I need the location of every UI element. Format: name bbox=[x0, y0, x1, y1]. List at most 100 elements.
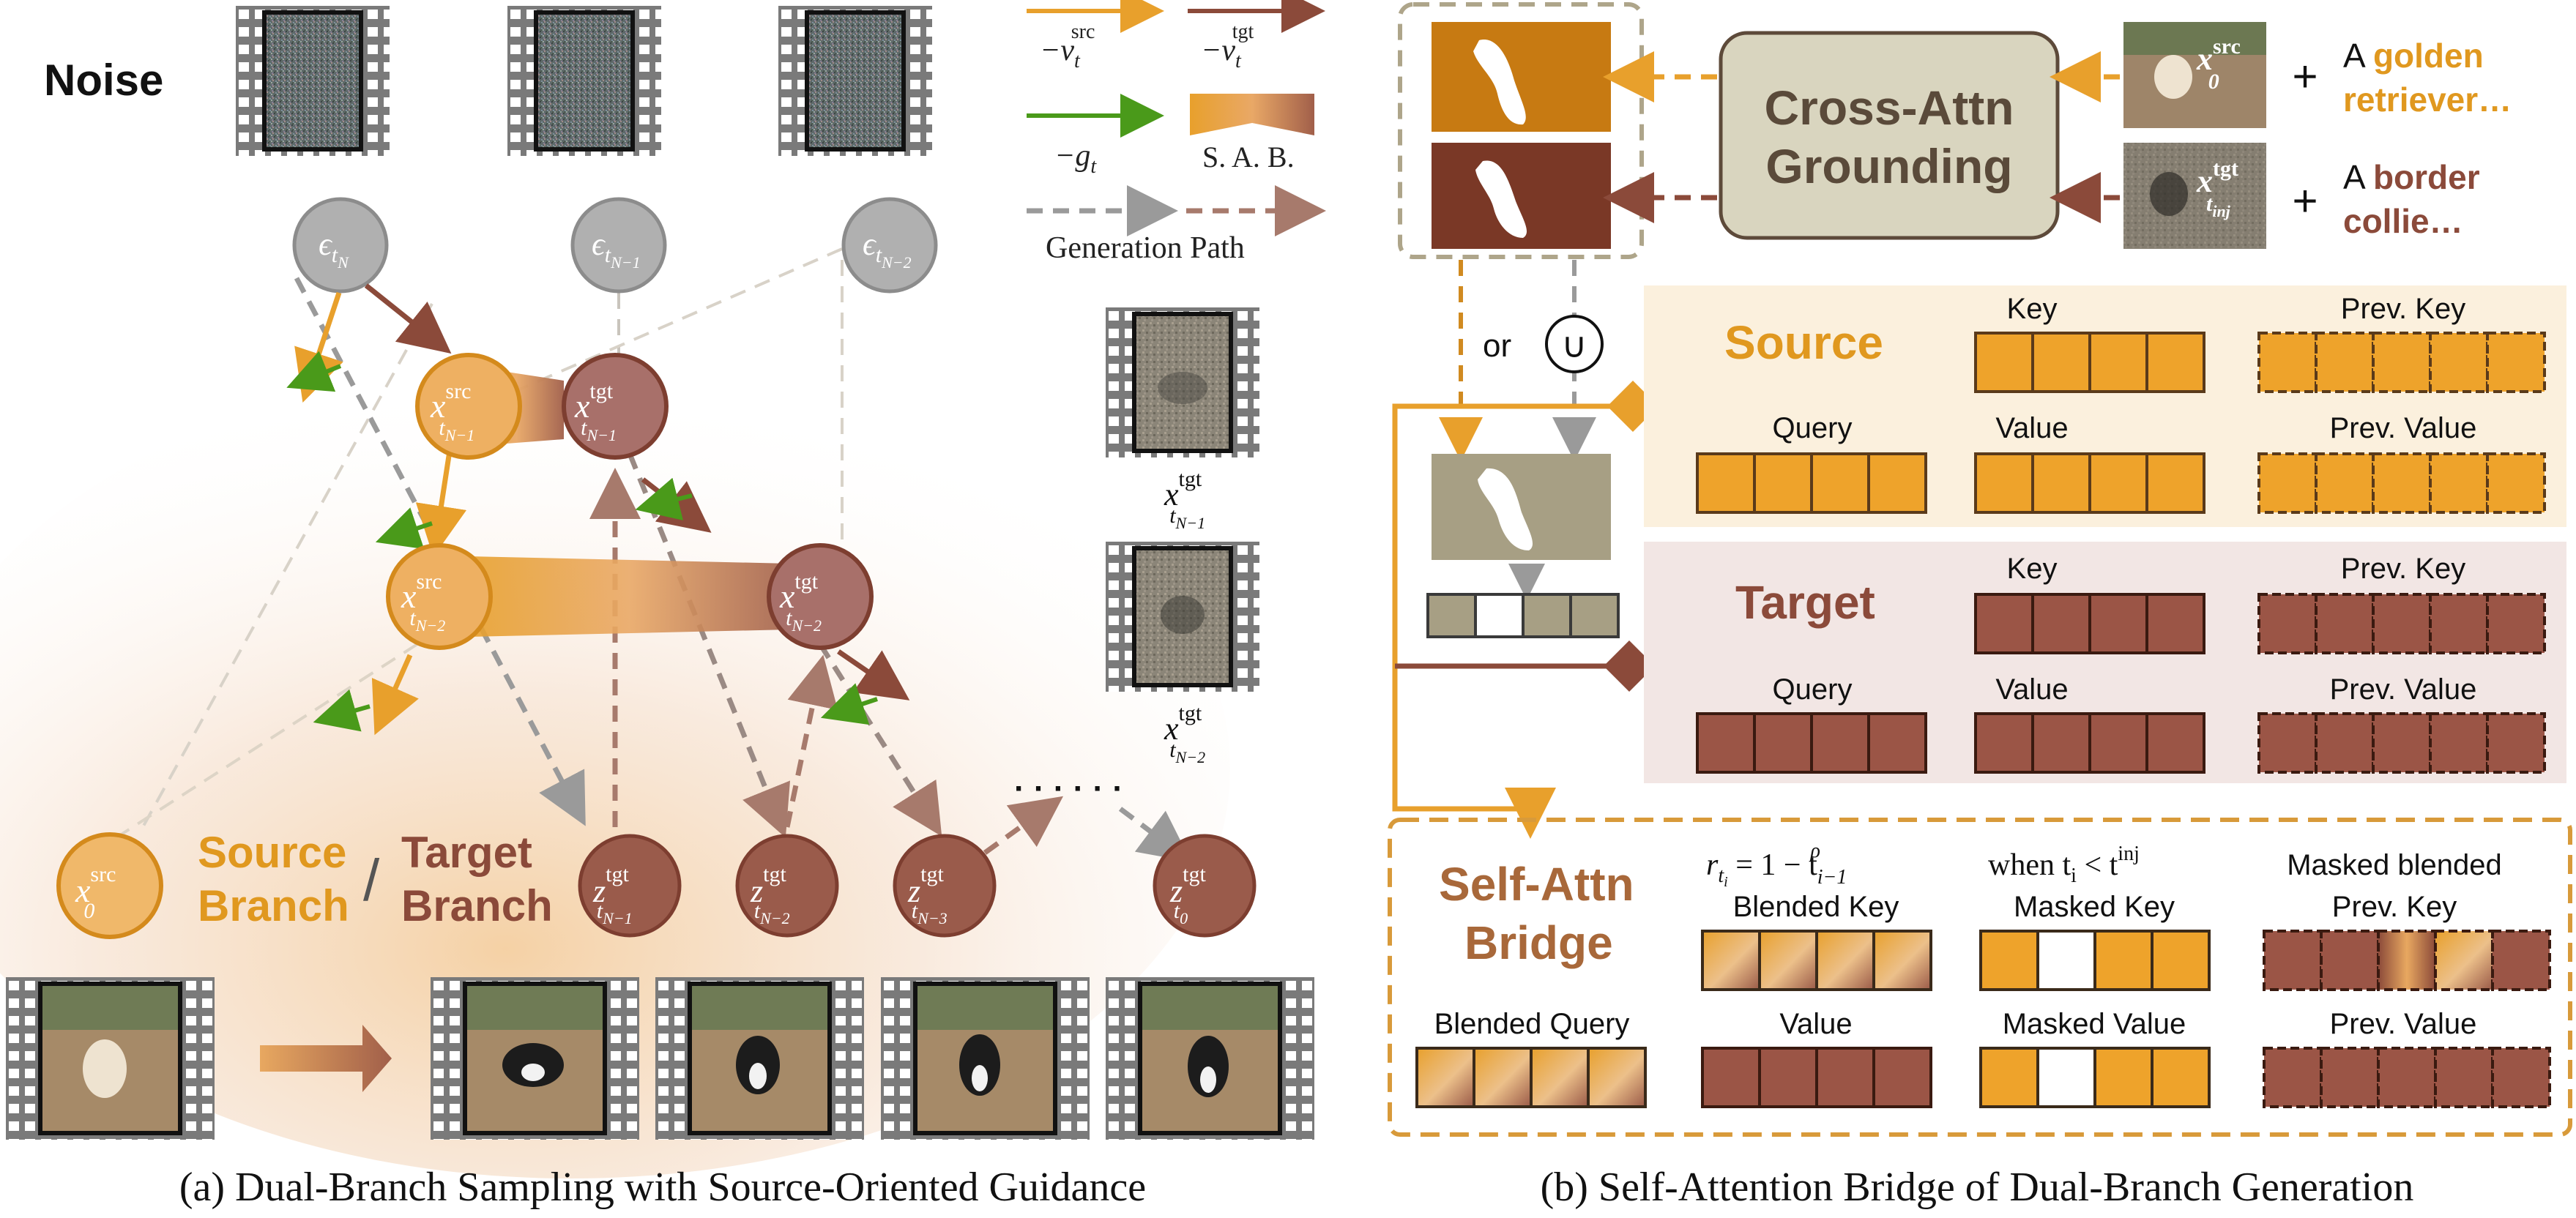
injection-condition: when ti < tinj bbox=[1988, 842, 2140, 887]
legend-sab: S. A. B. bbox=[1202, 141, 1295, 173]
blended-query-tokens bbox=[1415, 1047, 1647, 1108]
target-key-tokens bbox=[1974, 593, 2205, 654]
target-prompt: A border bbox=[2343, 158, 2480, 196]
sab-bridge-2 bbox=[469, 556, 791, 637]
source-value-label: Value bbox=[1995, 412, 2068, 444]
union-symbol: ∪ bbox=[1561, 326, 1587, 365]
target-prev-key-tokens bbox=[2257, 593, 2546, 654]
source-video-frame bbox=[6, 977, 215, 1140]
source-mask bbox=[1432, 22, 1611, 132]
svg-text:ϵtN−1: ϵtN−1 bbox=[592, 226, 641, 272]
mask-group-box bbox=[1398, 2, 1644, 259]
target-title: Target bbox=[1735, 576, 1875, 629]
target-value-tokens bbox=[1974, 712, 2205, 774]
masked-key-tokens bbox=[1979, 930, 2211, 991]
ellipsis: · · · · · · bbox=[1014, 771, 1123, 807]
legend-neg-v-src: −vtsrc bbox=[1040, 20, 1095, 72]
source-title: Source bbox=[1724, 316, 1883, 369]
branch-labels: Source Branch / Target Branch bbox=[198, 828, 553, 930]
blended-key-tokens bbox=[1701, 930, 1932, 991]
target-video-frame-2 bbox=[655, 977, 864, 1140]
source-prev-value-label: Prev. Value bbox=[2330, 412, 2477, 444]
bridge-title-1: Self-Attn bbox=[1439, 858, 1634, 911]
target-prompt-2: collie… bbox=[2343, 202, 2463, 240]
noise-label: Noise bbox=[44, 56, 163, 105]
bridge-prev-value-label: Prev. Value bbox=[2330, 1008, 2477, 1040]
source-prev-value-tokens bbox=[2257, 452, 2546, 514]
source-key-tokens bbox=[1974, 332, 2205, 393]
or-label: or bbox=[1483, 328, 1511, 364]
source-prev-key-label: Prev. Key bbox=[2341, 293, 2465, 325]
caption-b: (b) Self-Attention Bridge of Dual-Branch… bbox=[1541, 1165, 2414, 1210]
source-value-tokens bbox=[1974, 452, 2205, 514]
legend: −vtsrc −vttgt −gt S. A. B. Generation Pa… bbox=[1027, 0, 1326, 265]
masked-blended-label-2: Prev. Key bbox=[2332, 891, 2457, 923]
blended-key-label: Blended Key bbox=[1733, 891, 1899, 923]
legend-neg-v-tgt: −vttgt bbox=[1201, 20, 1254, 72]
bridge-value-tokens bbox=[1701, 1047, 1932, 1108]
combined-mask bbox=[1432, 454, 1611, 560]
source-key-label: Key bbox=[2007, 293, 2058, 325]
eps-node-3: ϵtN−2 bbox=[841, 197, 938, 294]
target-mask bbox=[1432, 143, 1611, 249]
noise-frame-1 bbox=[236, 6, 390, 156]
target-video-frame-3 bbox=[881, 977, 1090, 1140]
bridge-title-2: Bridge bbox=[1464, 916, 1613, 969]
blend-formula: rti = 1 − ti−1ρ bbox=[1706, 840, 1847, 890]
eps-node-2: ϵtN−1 bbox=[570, 197, 667, 294]
target-video-frame-4 bbox=[1106, 977, 1314, 1140]
source-prev-key-tokens bbox=[2257, 332, 2546, 393]
masked-key-label: Masked Key bbox=[2014, 891, 2175, 923]
plus-sign-2: + bbox=[2292, 176, 2318, 225]
target-key-label: Key bbox=[2007, 553, 2058, 585]
source-query-tokens bbox=[1696, 452, 1927, 514]
blended-query-label: Blended Query bbox=[1434, 1008, 1630, 1040]
bridge-value-label: Value bbox=[1779, 1008, 1852, 1040]
preview-frame-1 bbox=[1106, 307, 1259, 457]
target-value-label: Value bbox=[1995, 673, 2068, 706]
noise-frame-3 bbox=[778, 6, 932, 156]
edit-arrow bbox=[260, 1025, 392, 1092]
target-prev-value-label: Prev. Value bbox=[2330, 673, 2477, 706]
mask-token-row bbox=[1426, 593, 1620, 638]
target-prev-key-label: Prev. Key bbox=[2341, 553, 2465, 585]
legend-neg-g: −gt bbox=[1054, 139, 1097, 178]
branch-slash: / bbox=[363, 848, 380, 913]
svg-text:ϵtN−2: ϵtN−2 bbox=[863, 226, 912, 272]
target-video-frame-1 bbox=[431, 977, 639, 1140]
bridge-prev-value-tokens bbox=[2263, 1047, 2551, 1108]
masked-value-label: Masked Value bbox=[2003, 1008, 2186, 1040]
cross-attn-title-1: Cross-Attn bbox=[1765, 81, 2014, 135]
source-prompt: A golden bbox=[2343, 37, 2484, 75]
panel-a: Noise −vtsrc −vttgt −gt S. A. B. bbox=[0, 0, 1326, 1210]
legend-sab-shape bbox=[1190, 94, 1314, 135]
masked-blended-label-1: Masked blended bbox=[2287, 849, 2502, 881]
plus-sign-1: + bbox=[2292, 52, 2318, 101]
source-branch-label: Source bbox=[198, 828, 346, 877]
eps-node-1: ϵtN bbox=[292, 197, 389, 294]
source-query-label: Query bbox=[1773, 412, 1853, 444]
source-branch-label-2: Branch bbox=[198, 881, 349, 930]
